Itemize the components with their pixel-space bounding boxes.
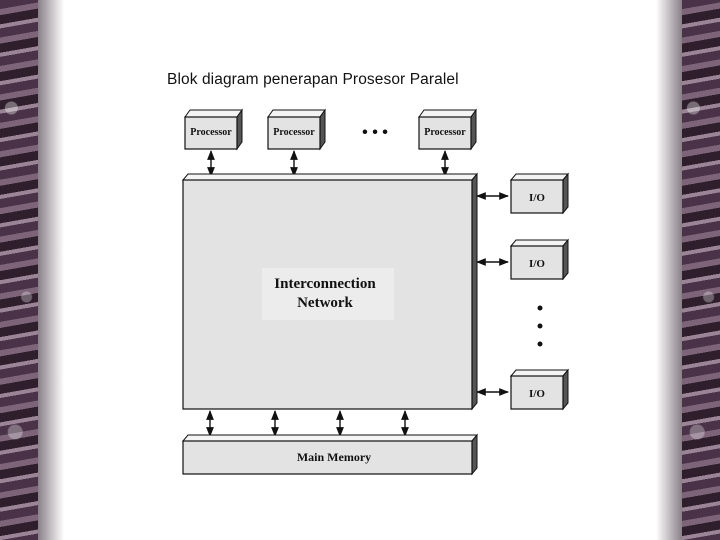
network-label-line1: Interconnection	[274, 276, 376, 292]
processor-label: Processor	[273, 127, 315, 138]
right-curtain-decoration	[682, 0, 720, 540]
network-label-line2: Network	[297, 295, 353, 311]
io-ellipsis-vertical	[537, 305, 543, 347]
io-label: I/O	[529, 192, 545, 204]
right-curtain-shadow	[656, 0, 682, 540]
left-curtain-decoration	[0, 0, 38, 540]
io-box-2: I/O	[509, 238, 570, 281]
interconnection-network-box: Interconnection Network	[181, 172, 479, 411]
left-curtain-shadow	[38, 0, 64, 540]
io-box-1: I/O	[509, 172, 570, 215]
slide-title: Blok diagram penerapan Prosesor Paralel	[167, 71, 459, 88]
io-label: I/O	[529, 388, 545, 400]
processor-ellipsis: • • •	[362, 124, 388, 141]
processor-box-1: Processor	[184, 108, 243, 151]
processor-box-3: Processor	[418, 108, 477, 151]
processor-label: Processor	[424, 127, 466, 138]
io-box-3: I/O	[509, 368, 570, 411]
io-label: I/O	[529, 258, 545, 270]
main-memory-label: Main Memory	[297, 450, 371, 464]
main-memory-box: Main Memory	[181, 433, 479, 476]
processor-label: Processor	[190, 127, 232, 138]
processor-box-2: Processor	[267, 108, 326, 151]
